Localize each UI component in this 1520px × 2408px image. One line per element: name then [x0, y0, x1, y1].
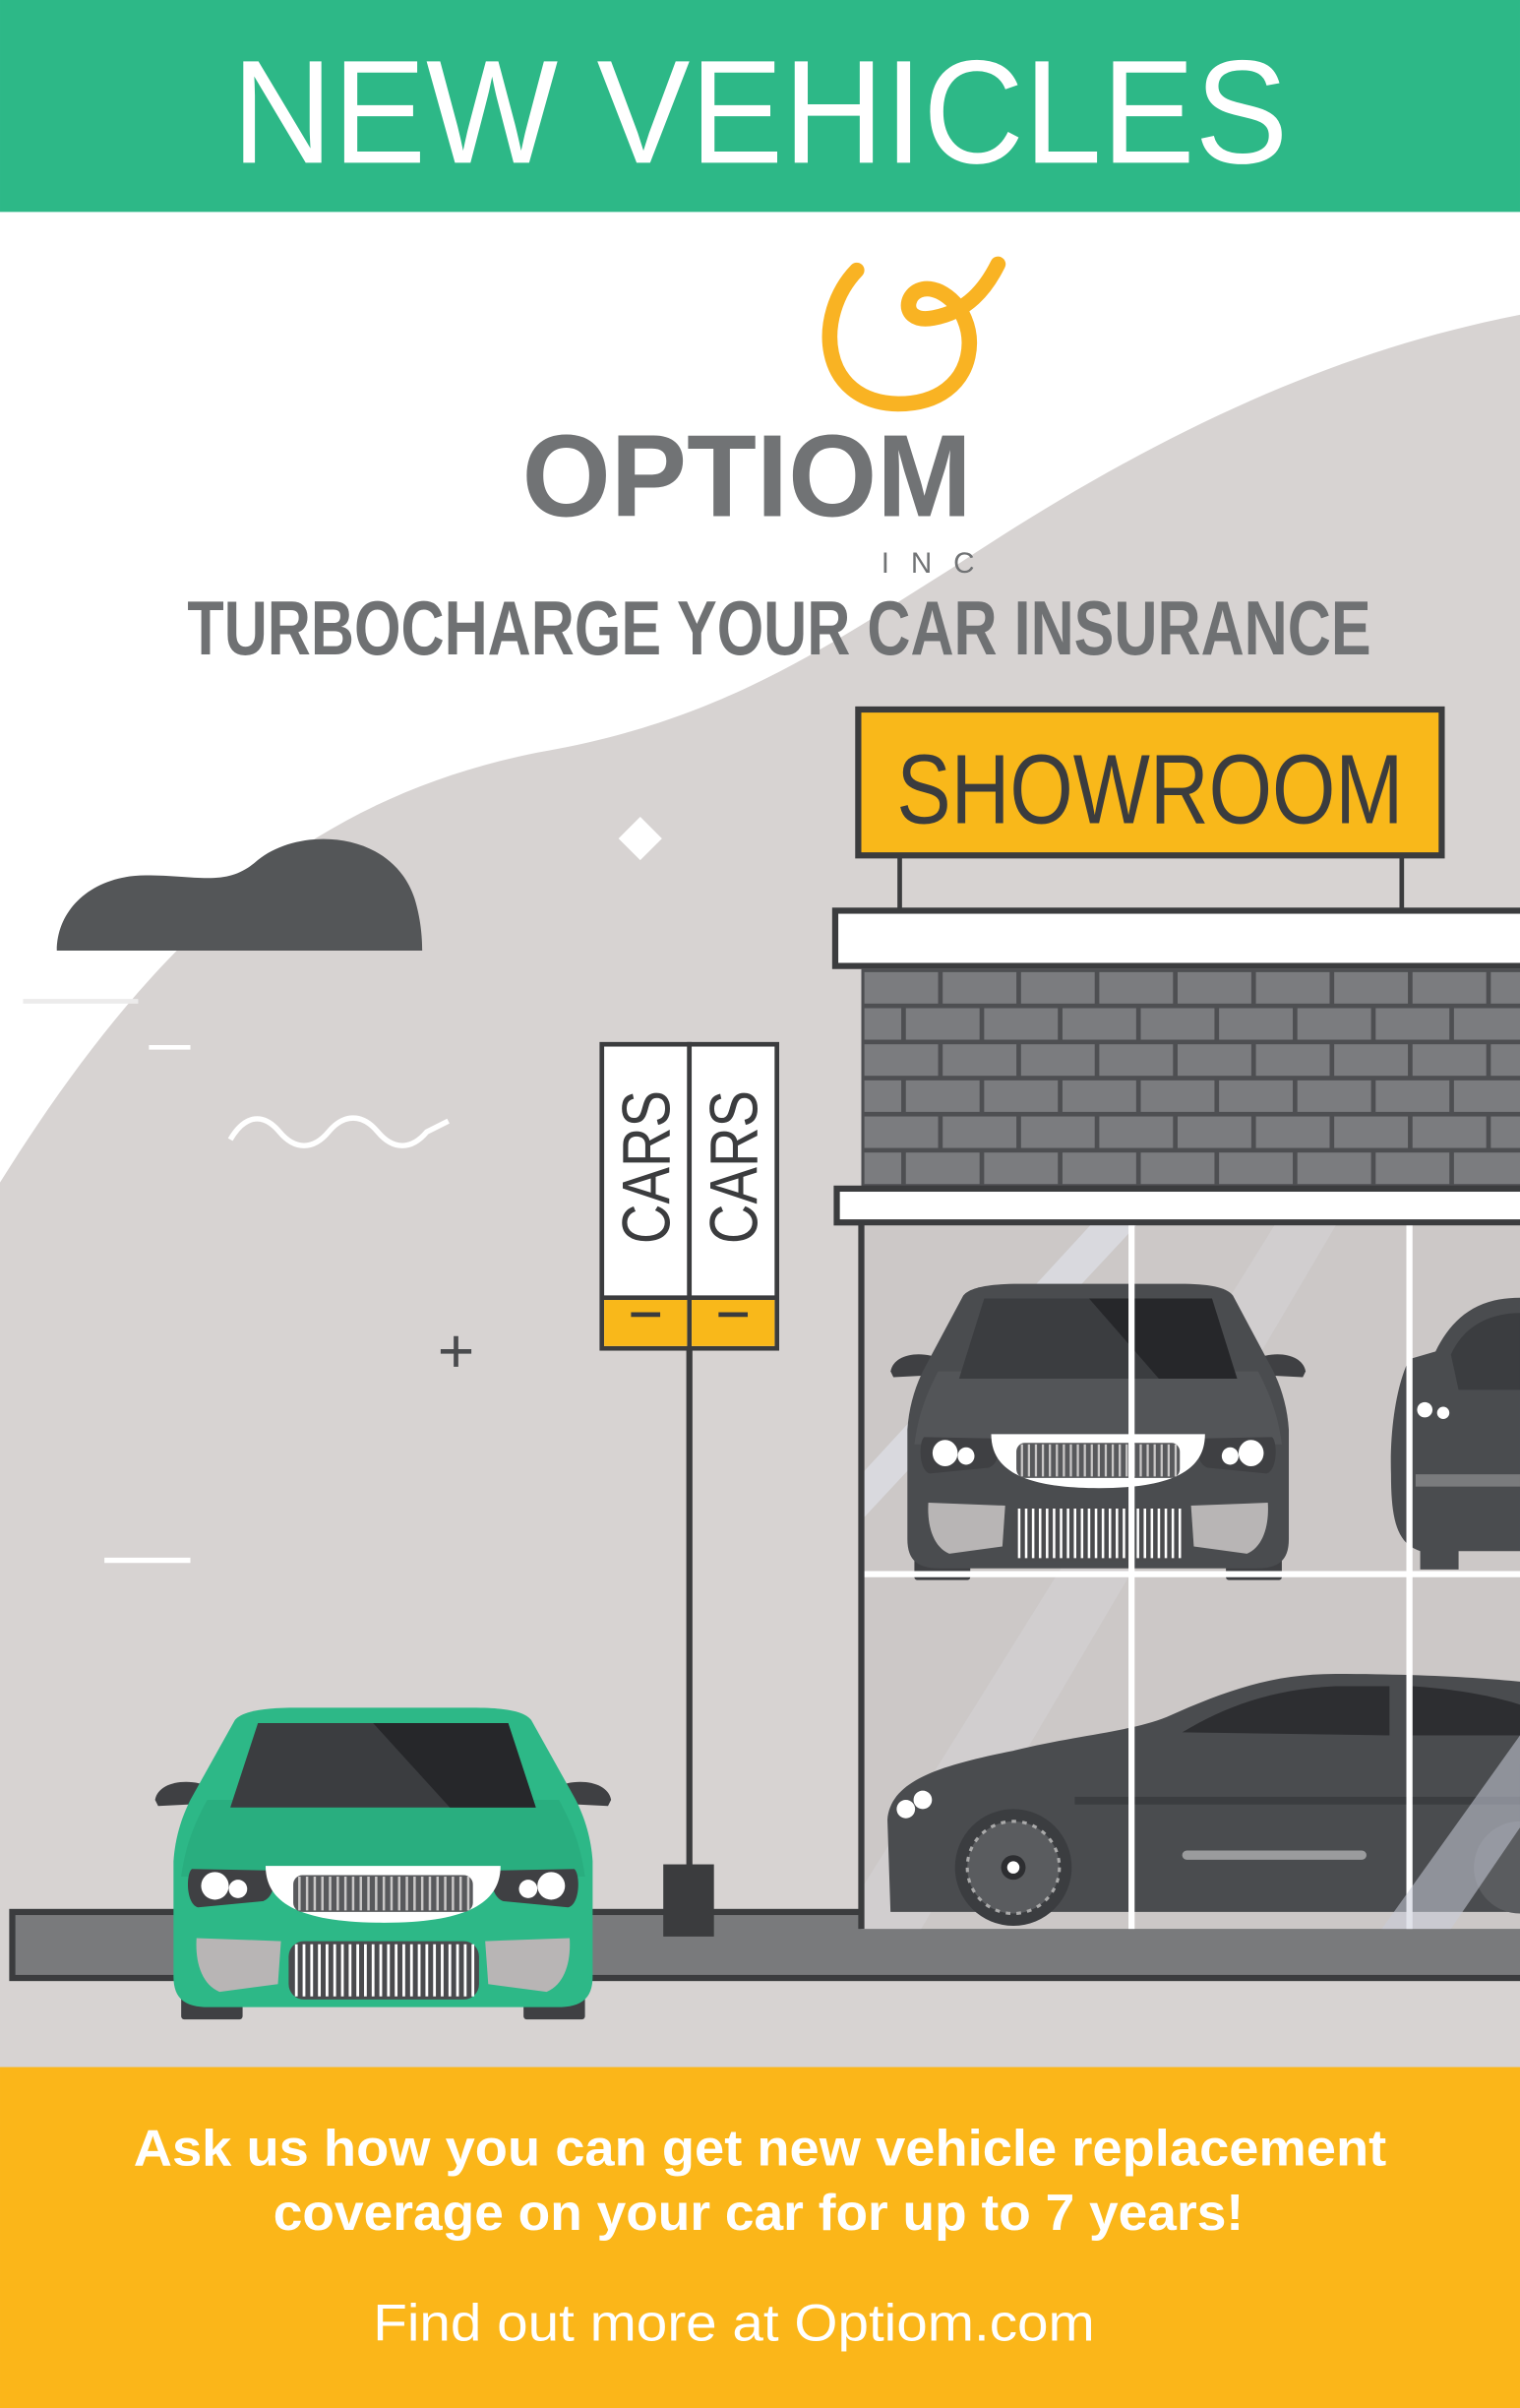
logo-suffix: INC [882, 547, 997, 580]
brick [1140, 1080, 1215, 1112]
brick [942, 1044, 1017, 1077]
brick [905, 1152, 980, 1185]
showroom-side-car [887, 1674, 1520, 1926]
middle-ledge [833, 1185, 1520, 1226]
brick [1412, 971, 1487, 1004]
brick [1020, 1044, 1095, 1077]
brick [1062, 1008, 1136, 1040]
cars-sign: CARS CARS [599, 1041, 780, 1937]
brick [1020, 1116, 1095, 1148]
brick [1255, 971, 1330, 1004]
brick [1334, 1116, 1409, 1148]
cloud-icon [56, 838, 423, 952]
plus-icon [440, 1335, 472, 1367]
footer-line-1: Ask us how you can get new vehicle repla… [134, 2119, 1386, 2176]
brick [864, 1044, 939, 1077]
brick [1062, 1152, 1136, 1185]
brick [1490, 971, 1520, 1004]
brick [1140, 1008, 1215, 1040]
brick [1297, 1080, 1371, 1112]
showroom-sign [855, 706, 1445, 859]
brick [1490, 1044, 1520, 1077]
brick [1375, 1080, 1450, 1112]
footer-line-2: coverage on your car for up to 7 years! [274, 2184, 1244, 2241]
brick [1099, 1044, 1174, 1077]
brick [1412, 1044, 1487, 1077]
brick [864, 1008, 902, 1040]
brick [1412, 1116, 1487, 1148]
brick [942, 1116, 1017, 1148]
brick [984, 1008, 1059, 1040]
tagline: TURBOCHARGE YOUR CAR INSURANCE [187, 585, 1370, 671]
brick [864, 1116, 939, 1148]
diamond-shape [618, 817, 662, 861]
showroom-partial-car [1390, 1297, 1520, 1570]
footer-banner [0, 2067, 1520, 2408]
footer-cta-link[interactable]: Find out more at Optiom.com [373, 2294, 1094, 2352]
cars-sign-label-2: CARS [696, 1090, 771, 1244]
brick [1453, 1152, 1520, 1185]
brick [1177, 971, 1251, 1004]
brick [1453, 1080, 1520, 1112]
brick [1375, 1008, 1450, 1040]
brick [1062, 1080, 1136, 1112]
brick [1177, 1044, 1251, 1077]
roof-ledge [831, 907, 1520, 969]
brick [1490, 1116, 1520, 1148]
header-banner [0, 0, 1520, 213]
brick [1219, 1008, 1294, 1040]
showroom-front-car [888, 1282, 1307, 1581]
window-frame [861, 1225, 1520, 1930]
brick-wall [861, 968, 1520, 1189]
brick [1219, 1080, 1294, 1112]
brick [905, 1080, 980, 1112]
brick [1255, 1116, 1330, 1148]
brick [1140, 1152, 1215, 1185]
logo-name: OPTIOM [522, 411, 972, 541]
brick [1375, 1152, 1450, 1185]
showroom-sign-label: SHOWROOM [896, 735, 1403, 844]
brick [864, 1080, 902, 1112]
cars-sign-label-1: CARS [608, 1090, 684, 1244]
brick [1334, 971, 1409, 1004]
brick [1453, 1008, 1520, 1040]
brick [1297, 1008, 1371, 1040]
brick [1099, 971, 1174, 1004]
bricks [864, 971, 1520, 1185]
brick [942, 971, 1017, 1004]
brick [1177, 1116, 1251, 1148]
brick [984, 1080, 1059, 1112]
decor-wave [227, 1115, 450, 1148]
brick [864, 971, 939, 1004]
optiom-loop-logo [821, 256, 1006, 412]
brick [1334, 1044, 1409, 1077]
brick [864, 1152, 902, 1185]
header-title: NEW VEHICLES [232, 29, 1289, 194]
brick [1099, 1116, 1174, 1148]
brick [905, 1008, 980, 1040]
brick [1020, 971, 1095, 1004]
brick [984, 1152, 1059, 1185]
brick [1255, 1044, 1330, 1077]
green-car [153, 1705, 613, 2021]
brick [1219, 1152, 1294, 1185]
brick [1297, 1152, 1371, 1185]
sign-base [663, 1864, 714, 1937]
